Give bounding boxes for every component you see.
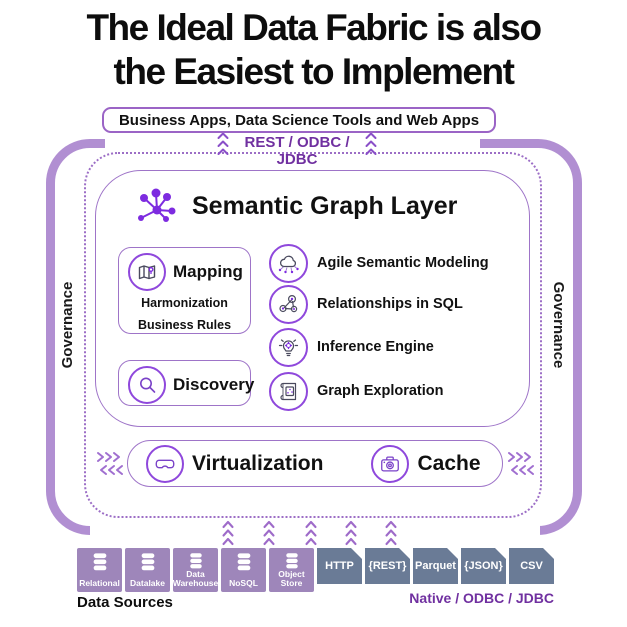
up-arrows-icon [385, 520, 397, 546]
up-arrows-icon [217, 132, 229, 155]
discovery-row: Discovery [119, 361, 254, 404]
cache-label: Cache [417, 451, 481, 475]
discovery-label: Discovery [173, 375, 255, 394]
semantic-graph-layer-box: Semantic Graph Layer Mapping [95, 170, 530, 427]
flow-arrows-right [507, 451, 535, 476]
database-icon [237, 553, 250, 571]
database-icon [285, 553, 298, 569]
graph-network-icon [138, 188, 176, 222]
title-line1: The Ideal Data Fabric is also [86, 7, 542, 48]
sgl-title: Semantic Graph Layer [192, 191, 458, 220]
source-csv: CSV [509, 548, 554, 584]
map-icon [128, 253, 166, 291]
source-rest: {REST} [365, 548, 410, 584]
page-title: The Ideal Data Fabric is also the Easies… [0, 6, 627, 93]
source-label: Object Store [278, 568, 305, 589]
source-datalake: Datalake [125, 548, 170, 592]
source-label: NoSQL [229, 578, 258, 589]
source-relational: Relational [77, 548, 122, 592]
feature-relationships-in-sql: Relationships in SQL [269, 284, 463, 324]
governance-label-left: Governance [59, 281, 76, 369]
mapping-label: Mapping [173, 262, 243, 281]
feature-label: Agile Semantic Modeling [317, 255, 489, 271]
mapping-box: Mapping Harmonization Business Rules [118, 247, 251, 334]
left-arrows-icon [100, 465, 123, 475]
up-arrows-icon [345, 520, 357, 546]
linked-gears-icon [269, 284, 308, 324]
feature-inference-engine: Inference Engine [269, 327, 434, 367]
governance-label-right: Governance [550, 281, 567, 369]
virtualization-cache-box: Virtualization Cache [127, 440, 503, 487]
vr-goggles-icon [146, 444, 184, 483]
frame-top-gap [105, 136, 480, 151]
database-icon [189, 553, 202, 569]
camera-icon [371, 444, 410, 483]
map-scroll-icon [269, 371, 308, 411]
up-arrows-icon [365, 132, 377, 155]
business-apps-bar: Business Apps, Data Science Tools and We… [102, 107, 496, 133]
dotted-inner-frame [84, 152, 542, 518]
right-arrows-icon [508, 452, 531, 462]
mapping-sub1: Harmonization [141, 296, 228, 310]
source-label: Datalake [130, 578, 165, 589]
source-http: HTTP [317, 548, 362, 584]
source-label: Relational [79, 578, 120, 589]
sgl-header: Semantic Graph Layer [130, 185, 457, 227]
title-line2: the Easiest to Implement [113, 50, 515, 92]
source-parquet: Parquet [413, 548, 458, 584]
feature-label: Graph Exploration [317, 383, 444, 399]
magnifier-icon [128, 366, 166, 404]
source-label: Data Warehouse [172, 568, 219, 589]
top-protocol-label: REST / ODBC / JDBC [244, 134, 350, 168]
feature-graph-exploration: Graph Exploration [269, 371, 444, 411]
up-arrows-icon [263, 520, 275, 546]
data-sources-label: Data Sources [77, 594, 173, 611]
lightbulb-gear-icon [269, 327, 308, 367]
feature-label: Inference Engine [317, 339, 434, 355]
discovery-box: Discovery [118, 360, 254, 406]
frame-bottom-gap [90, 524, 540, 538]
database-icon [141, 553, 154, 571]
mapping-row: Mapping [119, 248, 250, 291]
source-data-warehouse: Data Warehouse [173, 548, 218, 592]
up-arrows-icon [222, 520, 234, 546]
feature-agile-semantic-modeling: Agile Semantic Modeling [269, 243, 489, 283]
cloud-model-icon [269, 243, 308, 283]
bottom-protocol-label: Native / ODBC / JDBC [409, 590, 554, 606]
virtualization-group: Virtualization [146, 444, 324, 483]
flow-arrows-left [96, 451, 124, 476]
source-json: {JSON} [461, 548, 506, 584]
source-object-store: Object Store [269, 548, 314, 592]
right-arrows-icon [97, 452, 120, 462]
cache-group: Cache [371, 444, 481, 483]
feature-label: Relationships in SQL [317, 296, 463, 312]
up-arrows-icon [305, 520, 317, 546]
database-icon [93, 553, 106, 571]
left-arrows-icon [511, 465, 534, 475]
mapping-sub2: Business Rules [137, 317, 232, 332]
virtualization-label: Virtualization [192, 451, 324, 475]
source-nosql: NoSQL [221, 548, 266, 592]
